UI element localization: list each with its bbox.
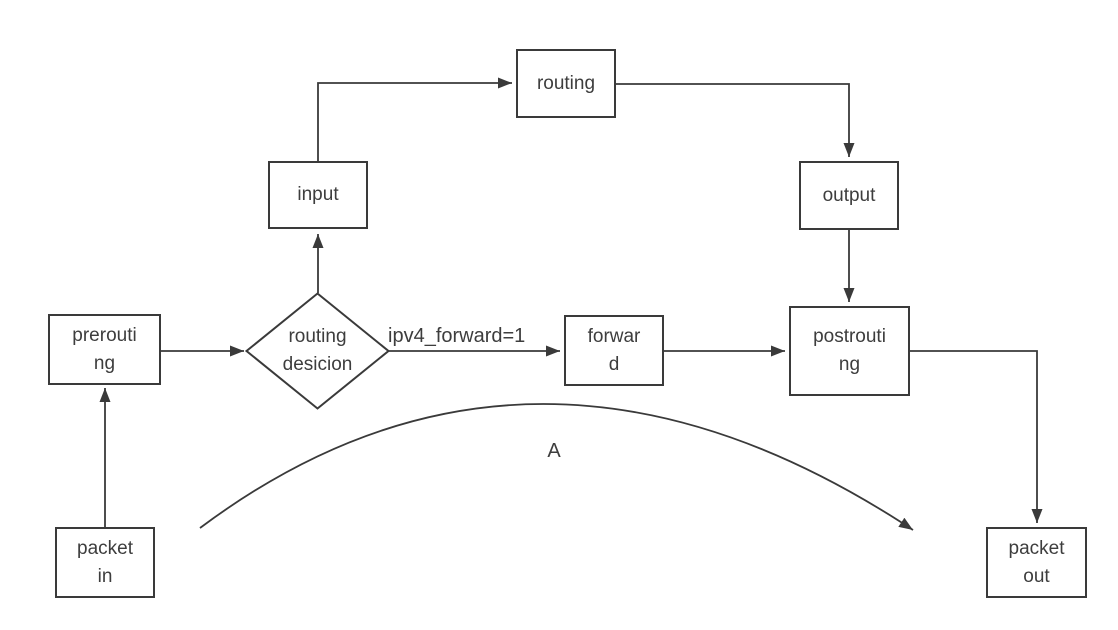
decision-diamond-shape (244, 292, 391, 410)
edge-routing-to-output (616, 83, 855, 157)
node-routing: routing (516, 49, 616, 118)
node-postrouting: postrouti ng (789, 306, 910, 396)
node-prerouting: prerouti ng (48, 314, 161, 385)
bypass-curve-arrow (199, 403, 914, 531)
edge-input-to-routing (317, 77, 512, 161)
node-input: input (268, 161, 368, 229)
node-packet-in: packet in (55, 527, 155, 598)
edge-label-ipv4-forward: ipv4_forward=1 (388, 325, 526, 347)
edge-postrouting-to-packet-out (910, 350, 1043, 523)
node-routing-decision-label: routing desicion (282, 326, 353, 375)
node-packet-out: packet out (986, 527, 1087, 598)
bypass-arrow-label: A (547, 440, 561, 462)
node-forward: forwar d (564, 315, 664, 386)
node-output: output (799, 161, 899, 230)
